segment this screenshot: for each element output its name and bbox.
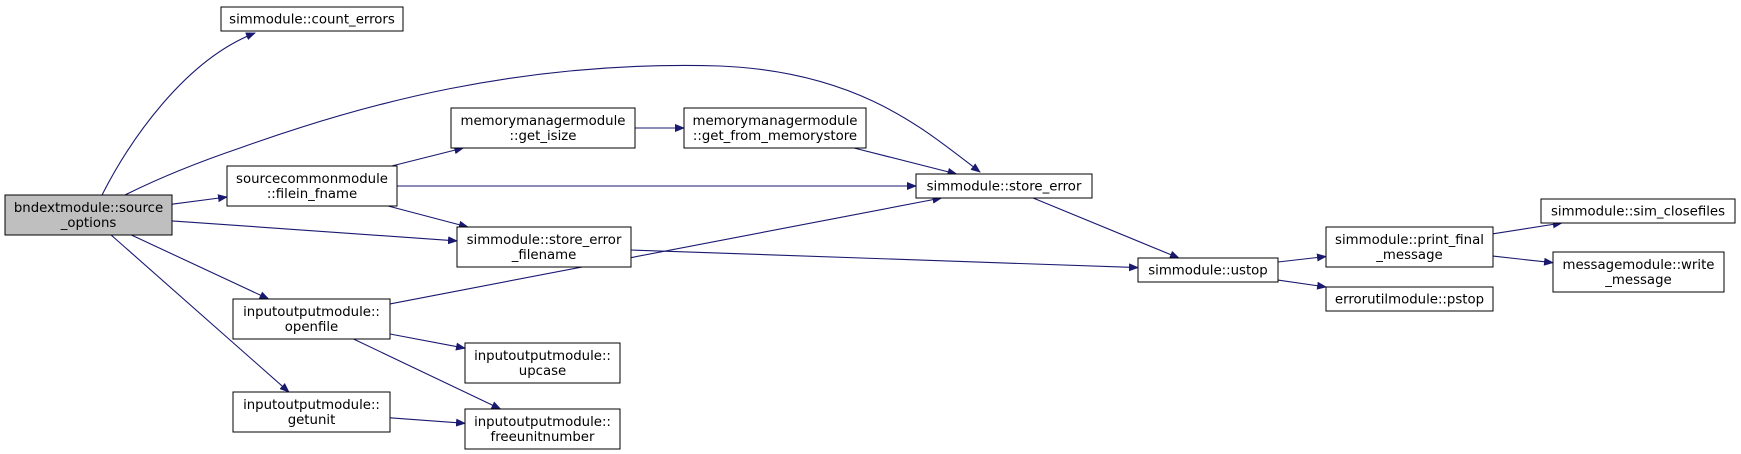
node-label-line: simmodule::print_final (1335, 233, 1484, 248)
node-freeunitnumber[interactable]: inputoutputmodule::freeunitnumber (464, 408, 621, 450)
node-label-line: simmodule::store_error (927, 180, 1082, 195)
node-label-line: messagemodule::write (1563, 258, 1715, 273)
node-label-line: upcase (519, 364, 566, 379)
node-label-line: inputoutputmodule:: (474, 349, 611, 364)
node-box (220, 6, 404, 32)
node-label-line: _message (1604, 273, 1671, 288)
node-box (456, 226, 632, 268)
edge-source-options-to-store-error-filename (171, 220, 458, 245)
nodes-layer: bndextmodule::source_options simmodule::c… (4, 6, 1736, 450)
node-label-line: sourcecommonmodule (236, 172, 388, 187)
node-write-message[interactable]: messagemodule::write_message (1552, 251, 1725, 293)
edge-ustop-to-pstop (1277, 279, 1328, 290)
node-box (232, 391, 391, 433)
node-label-line: getunit (288, 413, 336, 428)
node-filein-fname[interactable]: sourcecommonmodule::filein_fname (226, 165, 398, 207)
node-ustop[interactable]: simmodule::ustop (1137, 257, 1279, 283)
node-label-line: errorutilmodule::pstop (1335, 293, 1484, 308)
node-getunit[interactable]: inputoutputmodule::getunit (232, 391, 391, 433)
node-get-from-memorystore[interactable]: memorymanagermodule::get_from_memorystor… (683, 107, 867, 149)
edge-filein-fname-to-get-isize (391, 146, 465, 167)
node-label-line: inputoutputmodule:: (474, 415, 611, 430)
edge-openfile-to-store-error (389, 195, 943, 305)
node-label-line: inputoutputmodule:: (243, 398, 380, 413)
node-label-line: inputoutputmodule:: (243, 305, 380, 320)
edge-source-options-to-filein-fname (171, 194, 228, 205)
node-store-error[interactable]: simmodule::store_error (915, 173, 1093, 199)
edge-filein-fname-to-store-error-filename (387, 205, 469, 229)
node-box (915, 173, 1093, 199)
edge-source-options-to-store-error (124, 64, 981, 196)
node-count-errors[interactable]: simmodule::count_errors (220, 6, 404, 32)
edge-source-options-to-count-errors (101, 32, 256, 196)
node-box (464, 408, 621, 450)
node-label-line: ::filein_fname (267, 187, 357, 202)
node-box (464, 342, 621, 384)
edge-print-final-message-to-write-message (1492, 255, 1554, 266)
node-box (683, 107, 867, 149)
edge-getunit-to-freeunitnumber (389, 417, 466, 427)
edge-store-error-to-ustop (1032, 197, 1180, 259)
node-openfile[interactable]: inputoutputmodule::openfile (232, 298, 391, 340)
edge-ustop-to-print-final-message (1277, 253, 1327, 263)
node-label-line: simmodule::ustop (1148, 264, 1268, 279)
node-label-line: memorymanagermodule (461, 114, 626, 129)
node-get-isize[interactable]: memorymanagermodule::get_isize (450, 107, 636, 149)
node-source-options: bndextmodule::source_options (4, 194, 173, 236)
node-label-line: _message (1375, 248, 1442, 263)
edge-store-error-filename-to-ustop (630, 249, 1139, 272)
node-upcase[interactable]: inputoutputmodule::upcase (464, 342, 621, 384)
edge-source-options-to-openfile (131, 234, 270, 300)
node-label-line: openfile (285, 320, 338, 335)
node-pstop[interactable]: errorutilmodule::pstop (1325, 286, 1494, 312)
edge-source-options-to-getunit (110, 234, 290, 393)
node-label-line: simmodule::sim_closefiles (1551, 205, 1725, 220)
edge-print-final-message-to-sim-closefiles (1492, 220, 1563, 235)
node-store-error-filename[interactable]: simmodule::store_error_filename (456, 226, 632, 268)
node-label-line: simmodule::count_errors (229, 13, 395, 28)
node-box (1325, 286, 1494, 312)
node-label-line: freeunitnumber (491, 430, 595, 445)
node-label-line: ::get_from_memorystore (693, 129, 857, 144)
node-label-line: bndextmodule::source (14, 201, 163, 216)
edge-get-from-memorystore-to-store-error (853, 147, 958, 176)
node-box (1552, 251, 1725, 293)
node-box (232, 298, 391, 340)
node-box (1325, 226, 1494, 268)
edges-layer (101, 32, 1563, 427)
node-box (1540, 198, 1736, 224)
edge-openfile-to-freeunitnumber (353, 338, 502, 410)
node-label-line: ::get_isize (510, 129, 577, 144)
node-label-line: memorymanagermodule (693, 114, 858, 129)
node-label-line: _options (60, 216, 117, 231)
node-print-final-message[interactable]: simmodule::print_final_message (1325, 226, 1494, 268)
node-box (226, 165, 398, 207)
node-box (4, 194, 173, 236)
node-label-line: simmodule::store_error (467, 233, 622, 248)
node-sim-closefiles[interactable]: simmodule::sim_closefiles (1540, 198, 1736, 224)
edge-openfile-to-upcase (389, 333, 466, 351)
node-label-line: _filename (511, 248, 577, 263)
node-box (1137, 257, 1279, 283)
node-box (450, 107, 636, 149)
